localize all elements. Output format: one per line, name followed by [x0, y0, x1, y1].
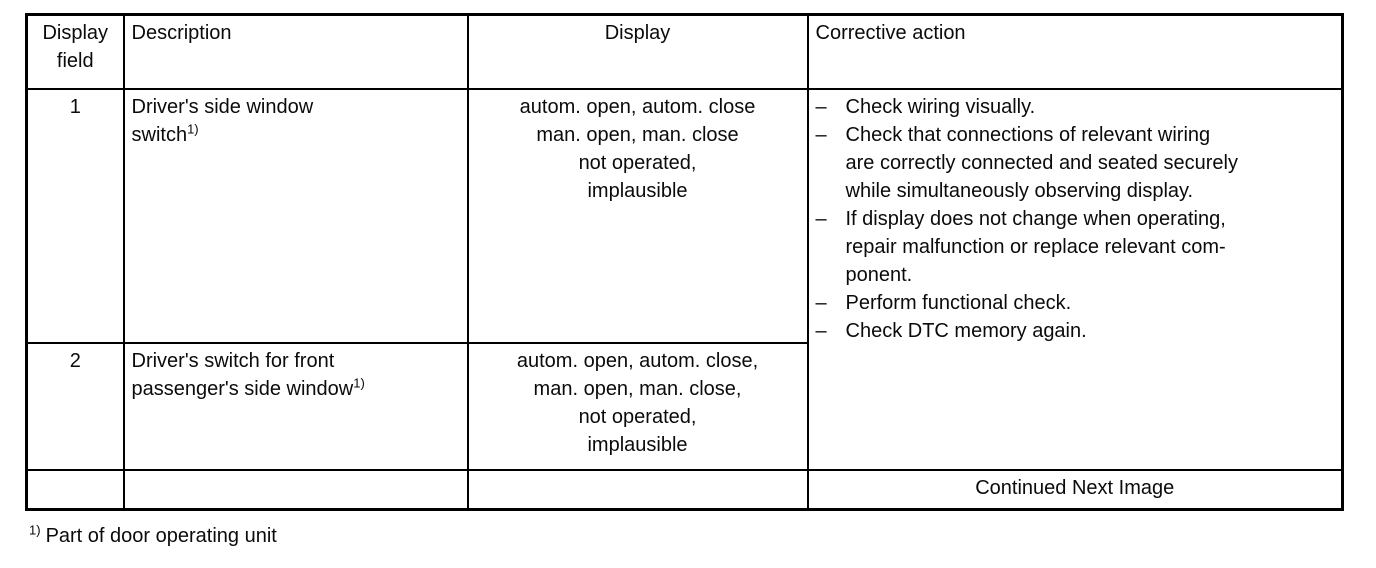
corrective-action-text: Check wiring visually.	[845, 95, 1036, 118]
header-display-field-label: Display field	[42, 22, 109, 72]
continued-label: Continued Next Image	[975, 476, 1175, 499]
corrective-action-text: Check DTC memory again.	[845, 319, 1087, 342]
header-description-label: Description	[131, 22, 232, 44]
display-cell: autom. open, autom. close, man. open, ma…	[466, 341, 809, 471]
table-row-2: 2 Driver's switch for front passenger's …	[25, 341, 1343, 471]
display-field-cell: 1	[25, 87, 125, 344]
display-cell: autom. open, autom. close man. open, man…	[466, 87, 809, 344]
corrective-action-item: – Check that connections of relevant wir…	[816, 121, 1335, 205]
header-display-label: Display	[604, 22, 671, 44]
table-row-continued: Continued Next Image	[25, 468, 1344, 511]
header-description: Description	[122, 13, 469, 90]
footnote: 1)Part of door operating unit	[29, 523, 277, 549]
dash-bullet: –	[815, 95, 827, 118]
footnote-marker: 1)	[353, 374, 365, 390]
description-cell: Driver's side window switch1)	[122, 87, 469, 344]
header-row: Display field Description Display Correc…	[25, 13, 1344, 90]
empty-cell	[466, 468, 809, 511]
header-corrective-action-label: Corrective action	[815, 22, 966, 44]
table-body: 1 Driver's side window switch1) autom. o…	[25, 87, 1344, 511]
corrective-action-cell: – Check wiring visually. – Check that co…	[806, 87, 1344, 471]
corrective-action-text: If display does not change when operatin…	[845, 207, 1226, 286]
table-header: Display field Description Display Correc…	[25, 13, 1344, 90]
corrective-action-text: Check that connections of relevant wirin…	[845, 123, 1238, 202]
diagnostic-table: Display field Description Display Correc…	[25, 13, 1344, 511]
footnote-marker: 1)	[29, 522, 41, 538]
display-field-value: 2	[69, 349, 81, 372]
corrective-action-item: – Check DTC memory again.	[816, 317, 1335, 345]
dash-bullet: –	[815, 207, 827, 230]
empty-cell	[122, 468, 469, 511]
header-display-field: Display field	[25, 13, 125, 90]
corrective-action-list: – Check wiring visually. – Check that co…	[816, 93, 1335, 345]
header-display: Display	[466, 13, 809, 90]
dash-bullet: –	[815, 291, 827, 314]
corrective-action-item: – If display does not change when operat…	[816, 205, 1335, 289]
continued-cell: Continued Next Image	[806, 468, 1344, 511]
dash-bullet: –	[815, 123, 827, 146]
footnote-marker: 1)	[187, 120, 199, 136]
display-value: autom. open, autom. close, man. open, ma…	[516, 349, 759, 456]
footnote-text: Part of door operating unit	[45, 525, 277, 547]
corrective-action-item: – Check wiring visually.	[816, 93, 1335, 121]
display-field-value: 1	[69, 95, 81, 118]
corrective-action-text: Perform functional check.	[845, 291, 1072, 314]
corrective-action-item: – Perform functional check.	[816, 289, 1335, 317]
description-value: Driver's switch for front passenger's si…	[131, 349, 354, 400]
header-corrective-action: Corrective action	[806, 13, 1344, 90]
table-row-1: 1 Driver's side window switch1) autom. o…	[25, 87, 1344, 471]
display-field-cell: 2	[25, 341, 125, 471]
display-value: autom. open, autom. close man. open, man…	[519, 95, 756, 202]
description-cell: Driver's switch for front passenger's si…	[122, 341, 469, 471]
description-value: Driver's side window switch	[131, 95, 314, 146]
empty-cell	[25, 468, 125, 511]
dash-bullet: –	[815, 319, 827, 342]
